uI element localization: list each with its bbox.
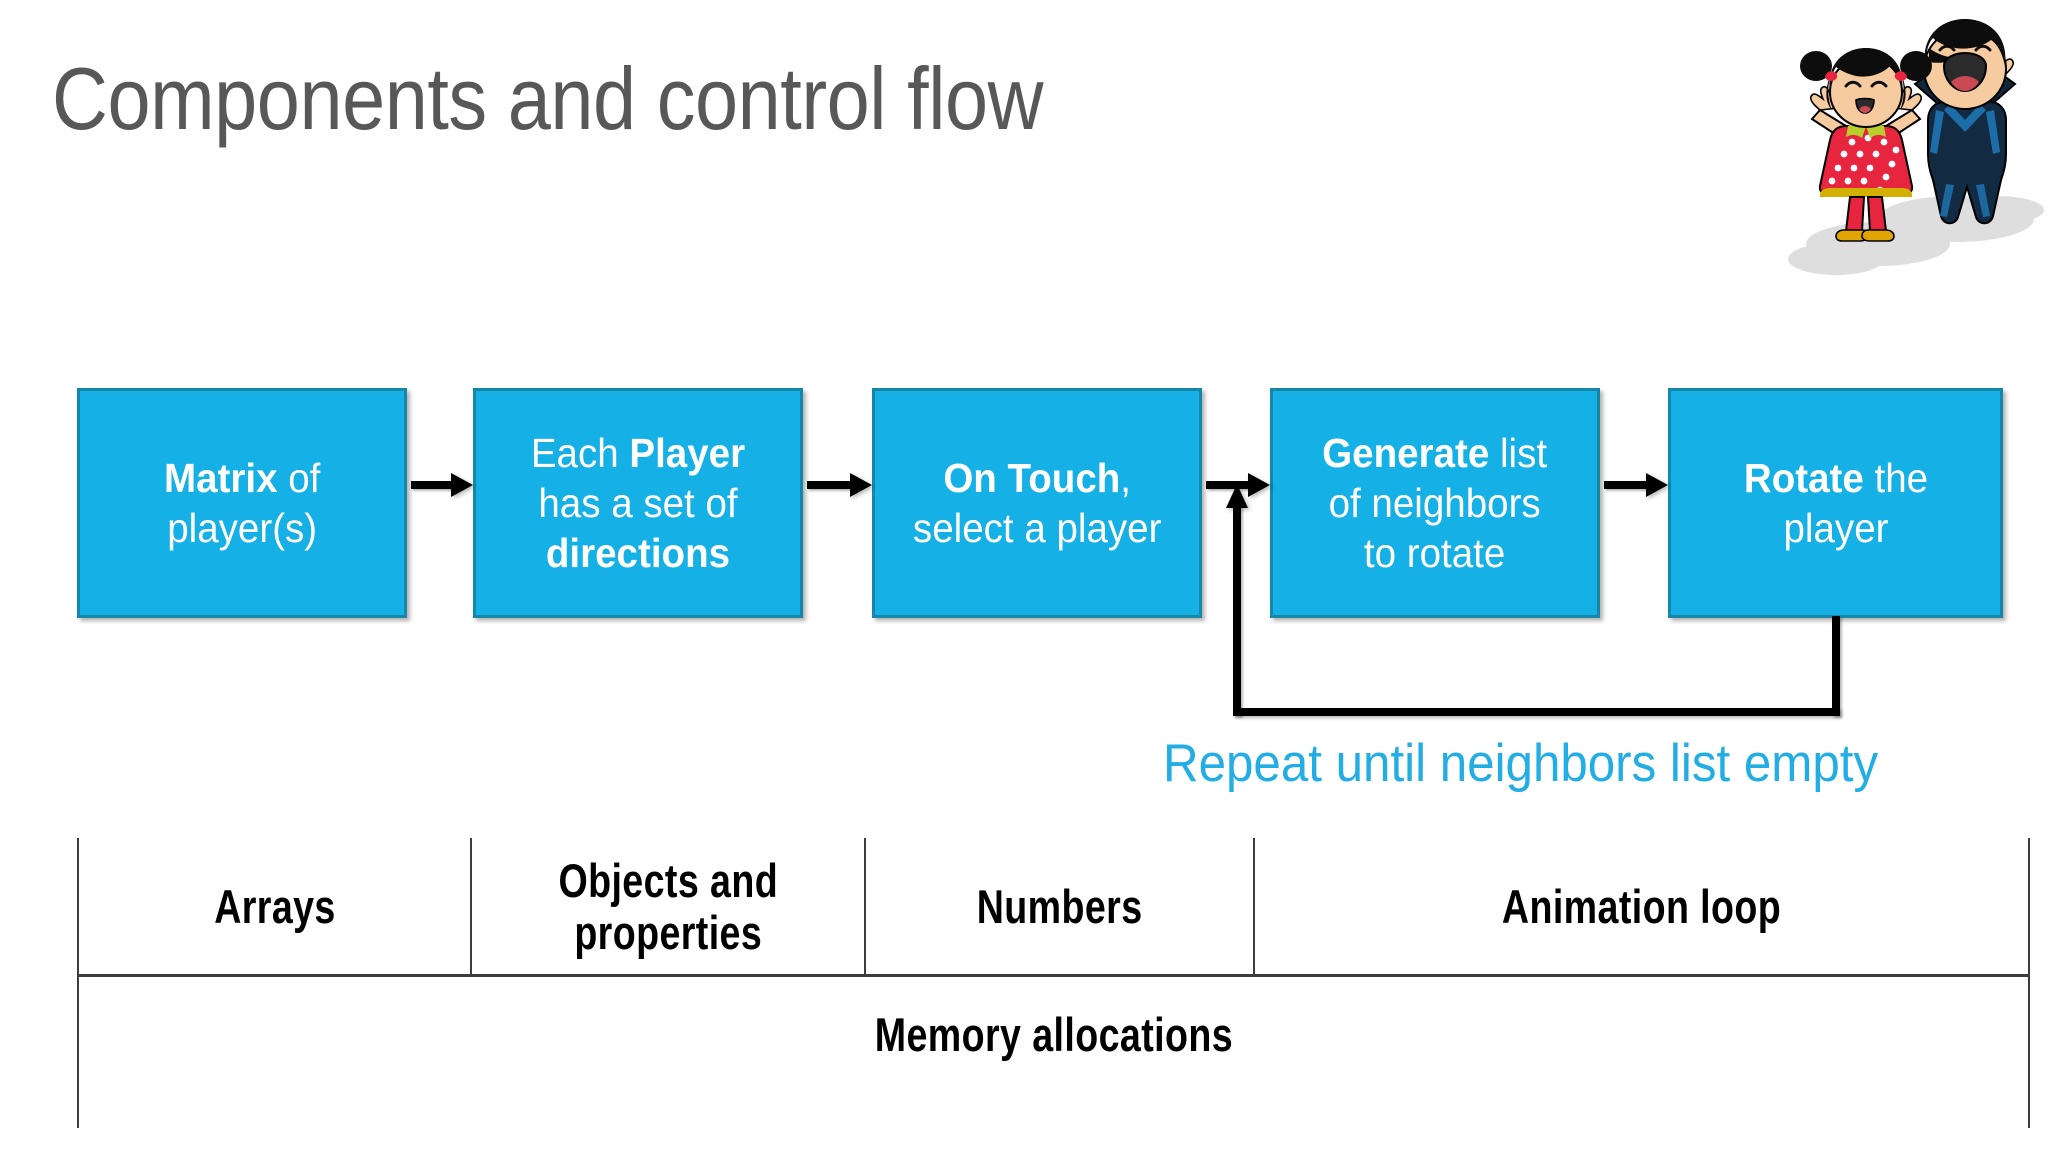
flow-box-on-touch-bold: On Touch bbox=[943, 454, 1121, 501]
flow-box-generate-label: Generate list of neighbors to rotate bbox=[1313, 428, 1557, 578]
loop-caption: Repeat until neighbors list empty bbox=[1163, 734, 1879, 793]
arrow-head-up-icon bbox=[1226, 484, 1248, 508]
control-flow-diagram: Matrix of player(s) Each Player has a se… bbox=[77, 388, 2003, 793]
flow-box-player-bold: Player bbox=[629, 429, 746, 476]
table-cell-numbers-label: Numbers bbox=[976, 880, 1143, 934]
flow-box-player-line2: has a set of bbox=[538, 479, 738, 526]
loop-segment-horizontal bbox=[1233, 708, 1840, 716]
arrow-generate-to-rotate bbox=[1604, 473, 1668, 497]
concepts-table: Arrays Objects and properties Numbers An… bbox=[77, 838, 2030, 1128]
flow-box-player-pre: Each bbox=[530, 429, 630, 476]
arrow-head-right-icon bbox=[1646, 473, 1668, 497]
flow-box-rotate-bold: Rotate bbox=[1743, 454, 1864, 501]
arrow-shaft bbox=[807, 481, 851, 489]
flow-box-matrix-line2: player(s) bbox=[167, 505, 317, 551]
arrow-shaft bbox=[411, 481, 453, 489]
table-cell-animation-loop: Animation loop bbox=[1253, 838, 2030, 976]
arrow-player-to-on-touch bbox=[807, 473, 872, 497]
flow-box-matrix-label: Matrix of player(s) bbox=[154, 453, 329, 553]
flow-box-matrix-rest: of bbox=[277, 454, 321, 501]
arrow-head-right-icon bbox=[850, 473, 872, 497]
table-cell-arrays: Arrays bbox=[77, 838, 470, 976]
flow-box-generate-bold: Generate bbox=[1322, 429, 1490, 476]
arrow-head-right-icon bbox=[1248, 473, 1270, 497]
table-cell-objects-line1: Objects and bbox=[558, 854, 778, 908]
table-cell-objects-line2: properties bbox=[574, 906, 762, 959]
flow-box-rotate-rest: the bbox=[1863, 454, 1928, 501]
flow-box-player-line3: directions bbox=[545, 530, 731, 576]
flow-box-player-label: Each Player has a set of directions bbox=[521, 428, 754, 578]
loop-segment-up bbox=[1233, 505, 1241, 716]
table-footer-row: Memory allocations bbox=[77, 977, 2030, 1128]
arrow-shaft bbox=[1604, 481, 1647, 489]
table-cell-animation-loop-label: Animation loop bbox=[1501, 880, 1782, 934]
flow-box-on-touch-label: On Touch, select a player bbox=[903, 453, 1170, 553]
flow-box-matrix[interactable]: Matrix of player(s) bbox=[77, 388, 407, 618]
flow-box-rotate-label: Rotate the player bbox=[1734, 453, 1937, 553]
loop-segment-down bbox=[1832, 616, 1840, 716]
arrow-matrix-to-player bbox=[411, 473, 473, 497]
table-row-divider bbox=[77, 974, 2030, 977]
table-cell-arrays-label: Arrays bbox=[213, 880, 336, 934]
flow-box-on-touch-line2: select a player bbox=[912, 505, 1162, 551]
flow-box-on-touch[interactable]: On Touch, select a player bbox=[872, 388, 1202, 618]
arrow-head-right-icon bbox=[451, 473, 473, 497]
flow-box-generate[interactable]: Generate list of neighbors to rotate bbox=[1270, 388, 1600, 618]
page-title: Components and control flow bbox=[52, 49, 1044, 148]
table-cell-objects-and-properties: Objects and properties bbox=[470, 838, 864, 976]
flow-box-rotate[interactable]: Rotate the player bbox=[1668, 388, 2003, 618]
two-jumping-children-clipart bbox=[1760, 14, 2048, 294]
table-header-row: Arrays Objects and properties Numbers An… bbox=[77, 838, 2030, 976]
flow-box-player[interactable]: Each Player has a set of directions bbox=[473, 388, 803, 618]
table-footer-label: Memory allocations bbox=[874, 1008, 1233, 1061]
flow-box-rotate-line2: player bbox=[1783, 505, 1888, 551]
table-cell-numbers: Numbers bbox=[864, 838, 1253, 976]
flow-box-generate-rest: list bbox=[1489, 429, 1548, 476]
flow-box-generate-line2: of neighbors bbox=[1328, 479, 1542, 526]
flow-box-on-touch-rest: , bbox=[1120, 454, 1131, 501]
flow-box-generate-line3: to rotate bbox=[1364, 530, 1506, 576]
flow-box-matrix-bold: Matrix bbox=[163, 454, 278, 501]
table-cell-objects-label: Objects and properties bbox=[558, 855, 778, 958]
